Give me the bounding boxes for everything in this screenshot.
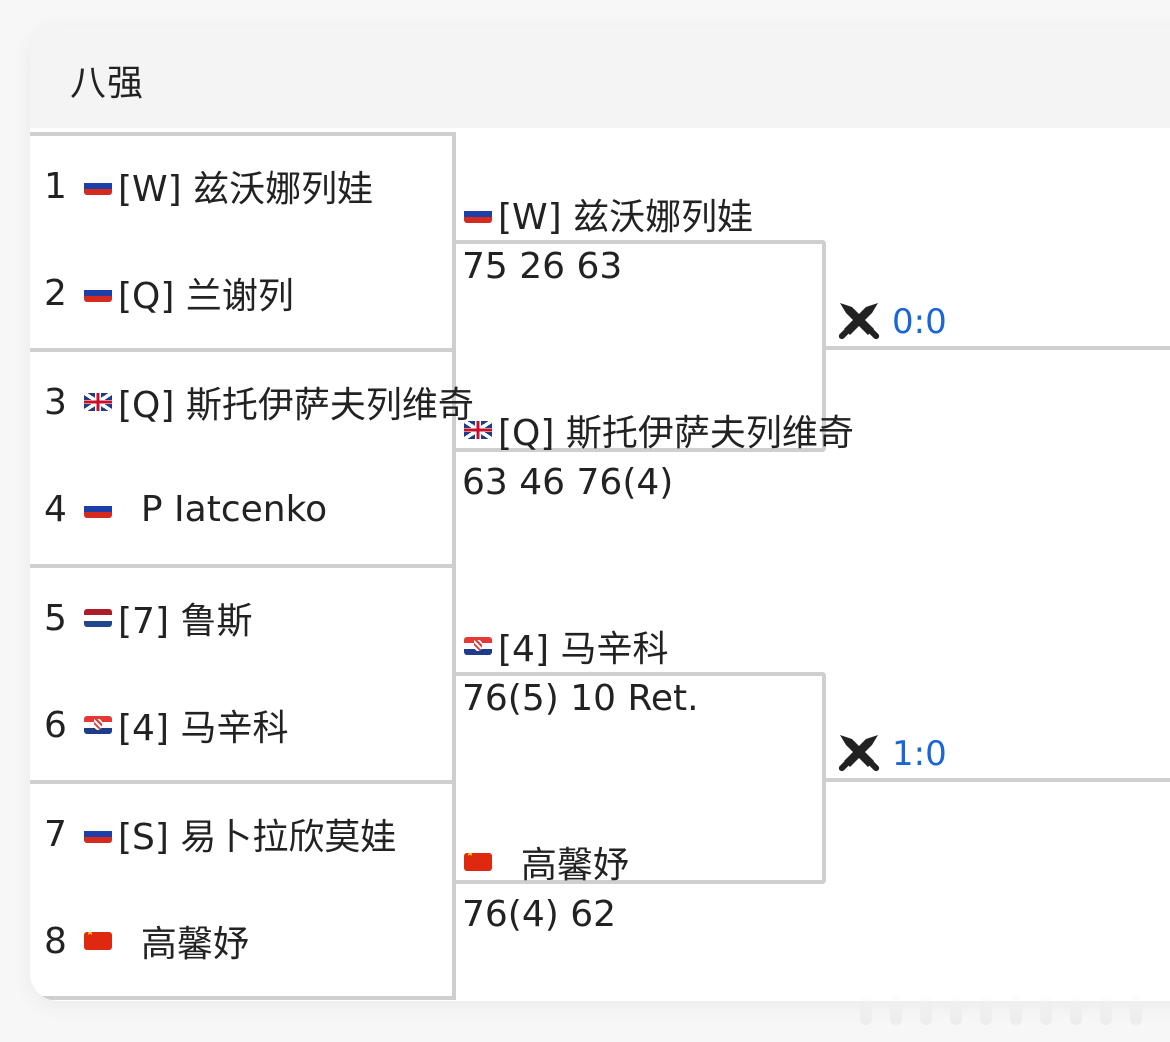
- draw-position: 1: [44, 165, 67, 207]
- flag-croatia-icon: [84, 716, 112, 734]
- draw-position: 6: [44, 704, 67, 746]
- player-row[interactable]: 1 [W] 兹沃娜列娃: [44, 161, 373, 211]
- h2h-value: 0:0: [892, 302, 947, 342]
- player-name: 高馨妤: [118, 924, 249, 965]
- draw-position: 2: [44, 272, 67, 314]
- player-row[interactable]: 8 高馨妤: [44, 916, 249, 966]
- match-score: 63 46 76(4): [462, 462, 674, 503]
- draw-position: 5: [44, 597, 67, 639]
- r2-match-2-winner[interactable]: [4] 马辛科: [464, 622, 668, 670]
- round-title: 八强: [70, 63, 145, 104]
- flag-russia-icon: [84, 177, 112, 195]
- r1-match-1: [30, 132, 456, 348]
- flag-russia-icon: [84, 284, 112, 302]
- flag-russia-icon: [464, 205, 492, 223]
- player-name: [W] 兹沃娜列娃: [118, 169, 374, 210]
- flag-china-icon: [464, 853, 492, 871]
- h2h-record[interactable]: 0:0: [836, 300, 947, 344]
- draw-position: 7: [44, 813, 67, 855]
- r2-match-1-winner[interactable]: [W] 兹沃娜列娃: [464, 190, 753, 238]
- player-name: [Q] 兰谢列: [118, 276, 294, 317]
- card-header: 八强: [30, 26, 1170, 128]
- flag-uk-icon: [84, 393, 112, 411]
- player-row[interactable]: 4 P Iatcenko: [44, 484, 327, 534]
- draw-position: 8: [44, 920, 67, 962]
- r2-match-1-bracket: [456, 240, 826, 452]
- player-name: [7] 鲁斯: [118, 601, 253, 642]
- r2-match-2-bracket: [456, 672, 826, 884]
- r1-match-4: [30, 780, 456, 996]
- r1-match-3: [30, 564, 456, 780]
- player-name: [4] 马辛科: [498, 629, 669, 670]
- flag-russia-icon: [84, 825, 112, 843]
- crossed-swords-icon: [838, 735, 880, 772]
- player-row[interactable]: 6 [4] 马辛科: [44, 700, 288, 750]
- crossed-swords-icon: [838, 303, 880, 340]
- match-score: 76(5) 10 Ret.: [462, 678, 699, 719]
- r2-match-1-runner[interactable]: [Q] 斯托伊萨夫列维奇: [464, 406, 854, 454]
- flag-china-icon: [84, 932, 112, 950]
- match-score: 75 26 63: [462, 246, 623, 287]
- player-name: [W] 兹沃娜列娃: [498, 197, 754, 238]
- player-row[interactable]: 5 [7] 鲁斯: [44, 593, 252, 643]
- draw-position: 4: [44, 488, 67, 530]
- player-name: [Q] 斯托伊萨夫列维奇: [498, 413, 854, 454]
- flag-netherlands-icon: [84, 609, 112, 627]
- draw-card: 八强 1 [W] 兹沃娜列娃 2 [Q] 兰谢列 3 [Q] 斯托伊萨夫列维奇 …: [30, 26, 1170, 1001]
- flag-croatia-icon: [464, 637, 492, 655]
- match-score: 76(4) 62: [462, 894, 617, 935]
- h2h-value: 1:0: [892, 734, 947, 774]
- player-row[interactable]: 2 [Q] 兰谢列: [44, 268, 294, 318]
- bracket-bottom-line: [30, 996, 456, 1000]
- r2-match-2-runner[interactable]: 高馨妤: [464, 838, 629, 886]
- r2-match-2-connector: [826, 778, 1170, 782]
- r1-match-2: [30, 348, 456, 564]
- bottom-toolbar-fade: [860, 992, 1170, 1028]
- player-row[interactable]: 3 [Q] 斯托伊萨夫列维奇: [44, 377, 474, 427]
- flag-russia-icon: [84, 500, 112, 518]
- r2-match-1-connector: [826, 346, 1170, 350]
- draw-position: 3: [44, 381, 67, 423]
- player-name: [4] 马辛科: [118, 708, 289, 749]
- flag-uk-icon: [464, 421, 492, 439]
- player-name: [Q] 斯托伊萨夫列维奇: [118, 385, 474, 426]
- h2h-record[interactable]: 1:0: [836, 732, 947, 776]
- player-name: [S] 易卜拉欣莫娃: [118, 817, 397, 858]
- player-name: P Iatcenko: [118, 488, 328, 530]
- player-name: 高馨妤: [498, 845, 629, 886]
- player-row[interactable]: 7 [S] 易卜拉欣莫娃: [44, 809, 396, 859]
